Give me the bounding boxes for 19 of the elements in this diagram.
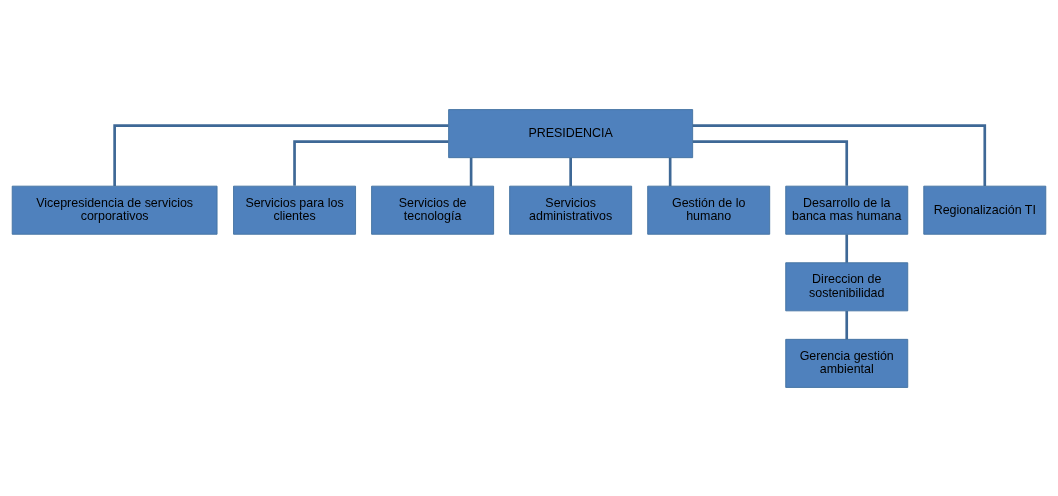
connector <box>845 233 849 263</box>
node-box: Gestión de lo humano <box>647 185 771 235</box>
node-box: Servicios administrativos <box>509 185 633 235</box>
connector <box>569 157 572 186</box>
connector <box>692 123 987 186</box>
connector <box>692 139 849 186</box>
node-box: Desarrollo de la banca mas humana <box>785 185 909 235</box>
connector <box>293 139 449 186</box>
node-box: Vicepresidencia de servicios corporativos <box>11 185 218 235</box>
connector <box>668 157 672 186</box>
node-box: Direccion de sostenibilidad <box>785 261 909 311</box>
node-box: Servicios de tecnología <box>371 185 495 235</box>
connector <box>845 310 849 339</box>
node-box: Servicios para los clientes <box>233 185 356 235</box>
connector <box>113 123 449 186</box>
node-box: Regionalización TI <box>923 185 1047 235</box>
connector <box>469 157 473 186</box>
node-box: PRESIDENCIA <box>448 108 694 158</box>
node-box: Gerencia gestión ambiental <box>785 338 909 388</box>
